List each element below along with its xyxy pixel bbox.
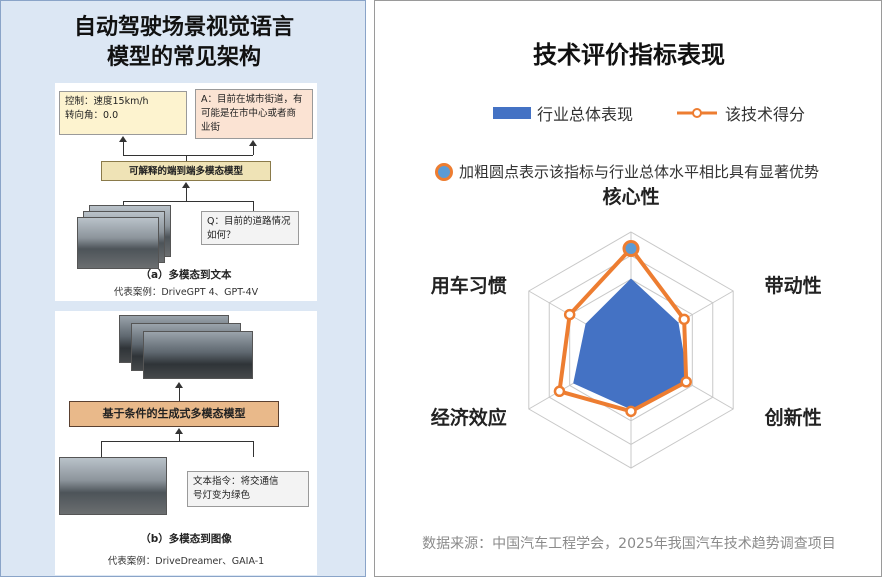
arrow-line — [253, 441, 254, 457]
series-score-point — [680, 376, 692, 388]
answer-box: A：目前在城市街道，有 可能是在市中心或者商 业街 — [195, 89, 313, 139]
arrow-line — [123, 155, 253, 156]
radar-axis-label: 经济效应 — [431, 406, 507, 429]
instruction-line1: 文本指令：将交通信 — [193, 476, 279, 487]
question-line2: 如何？ — [207, 230, 236, 241]
arrow-head — [249, 140, 257, 146]
model-box-a: 可解释的端到端多模态模型 — [101, 161, 271, 181]
arrow-head — [175, 382, 183, 388]
instruction-line2: 号灯变为绿色 — [193, 490, 251, 501]
radar-axis-label: 用车习惯 — [431, 274, 507, 297]
arrow-line — [179, 433, 180, 441]
answer-line1: A：目前在城市街道，有 — [201, 94, 303, 105]
arrow-head — [119, 136, 127, 142]
arrow-line — [179, 387, 180, 401]
highlight-dot-icon — [435, 162, 453, 181]
diagram-multimodal-to-text: 控制：速度15km/h 转向角：0.0 A：目前在城市街道，有 可能是在市中心或… — [55, 83, 317, 301]
legend-swatch-line — [677, 108, 717, 118]
camera-frame-image — [77, 217, 159, 269]
series-score-point — [678, 313, 690, 326]
instruction-box: 文本指令：将交通信 号灯变为绿色 — [187, 471, 309, 507]
highlight-note-text: 加粗圆点表示该指标与行业总体水平相比具有显著优势 — [459, 163, 820, 181]
panel-title-line2: 模型的常见架构 — [106, 45, 261, 70]
radar-axis-label: 创新性 — [764, 406, 822, 429]
radar-axis-label: 带动性 — [765, 274, 822, 297]
highlight-note: 加粗圆点表示该指标与行业总体水平相比具有显著优势 — [435, 161, 819, 182]
chart-title: 技术评价指标表现 — [533, 41, 725, 69]
architecture-panel: 自动驾驶场景视觉语言 模型的常见架构 控制：速度15km/h 转向角：0.0 A… — [0, 0, 366, 577]
answer-line3: 业街 — [201, 122, 221, 133]
subcaption-b: 代表案例：DriveDreamer、GAIA-1 — [107, 556, 265, 567]
legend-label-industry: 行业总体表现 — [537, 105, 634, 124]
radar-chart: 核心性带动性创新性产业安全经济效应用车习惯 — [431, 187, 822, 469]
caption-a: （a）多模态到文本 — [140, 269, 232, 281]
input-frame-image — [59, 457, 167, 515]
series-score-point — [625, 405, 637, 418]
radar-axis-label: 核心性 — [602, 187, 659, 208]
arrow-line — [101, 441, 102, 457]
question-box: Q：目前的道路情况 如何？ — [201, 211, 299, 245]
diagram-multimodal-to-image: 基于条件的生成式多模态模型 文本指令：将交通信 号灯变为绿色 （b）多模态到图像… — [55, 311, 317, 575]
arrow-line — [123, 201, 253, 202]
arrow-head — [175, 428, 183, 434]
question-line1: Q：目前的道路情况 — [207, 216, 291, 227]
chart-legend: 行业总体表现 该技术得分 — [375, 101, 883, 129]
series-score-point — [553, 385, 566, 398]
arrow-line — [186, 155, 187, 161]
legend-item-score: 该技术得分 — [675, 101, 805, 125]
panel-title: 自动驾驶场景视觉语言 模型的常见架构 — [1, 13, 367, 73]
legend-label-score: 该技术得分 — [725, 105, 806, 124]
control-steering-text: 转向角：0.0 — [65, 110, 119, 121]
legend-swatch-fill — [493, 107, 531, 119]
model-box-b: 基于条件的生成式多模态模型 — [69, 401, 279, 427]
arrow-line — [123, 141, 124, 155]
data-source: 数据来源：中国汽车工程学会，2025年我国汽车技术趋势调查项目 — [422, 536, 836, 552]
arrow-line — [186, 187, 187, 201]
control-output-box: 控制：速度15km/h 转向角：0.0 — [59, 91, 187, 135]
control-speed-text: 控制：速度15km/h — [65, 96, 149, 107]
series-score-point — [563, 308, 576, 321]
arrow-head — [182, 182, 190, 188]
legend-item-industry: 行业总体表现 — [493, 101, 633, 125]
arrow-line — [253, 145, 254, 155]
arrow-line — [101, 441, 253, 442]
series-score-point-highlighted — [622, 240, 640, 258]
evaluation-panel: 技术评价指标表现 行业总体表现 该技术得分 加粗圆点表示该指标与行业总体水平相比… — [374, 0, 882, 577]
generated-frame-image — [143, 331, 253, 379]
caption-b: （b）多模态到图像 — [140, 533, 232, 545]
panel-title-line1: 自动驾驶场景视觉语言 — [73, 15, 294, 40]
answer-line2: 可能是在市中心或者商 — [201, 108, 297, 119]
arrow-line — [253, 201, 254, 211]
subcaption-a: 代表案例：DriveGPT 4、GPT-4V — [113, 287, 259, 298]
